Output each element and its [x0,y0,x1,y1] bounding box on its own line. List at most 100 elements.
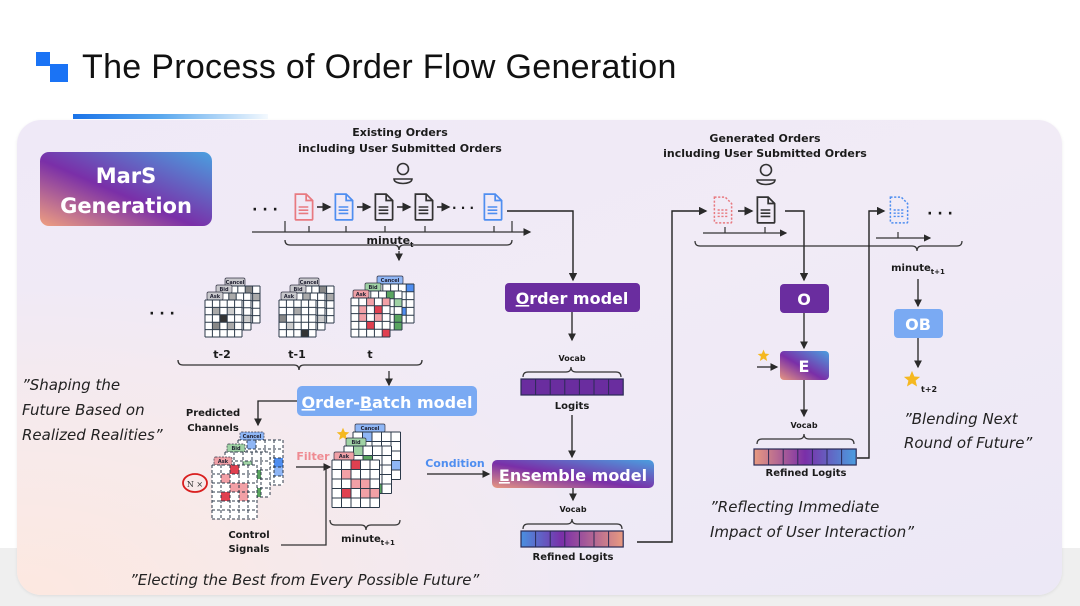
badge-line1: MarS [96,164,157,188]
grid-cell [406,284,414,292]
ensemble-model-mini-box [780,351,829,380]
grid-cell [252,293,260,301]
channel-tab-label: Cancel [381,278,400,284]
user-icon [393,162,413,185]
channel-tab-label: Ask [218,459,229,465]
channel-tab [226,443,246,453]
ellipsis: · · · [452,201,474,215]
grid-layer: Ask [331,451,380,508]
grid-cell [353,446,363,456]
snapshot-label: t-1 [288,348,305,361]
grid-cell [302,293,311,301]
quotes: ”Shaping the Future Based on Realized Re… [22,376,1032,589]
channel-tab-label: Cancel [300,280,319,286]
quote-blending: ”Blending Next [904,410,1019,428]
grid-cell [243,315,251,323]
grid-cell [227,307,235,315]
predicted-label: Channels [187,423,239,434]
grid-layer: Ask [278,291,317,338]
channel-tab-label: Ask [356,292,367,298]
filter-label: Filter [296,450,330,463]
order-batch-model-box [297,386,477,416]
channel-tab-label: Cancel [243,434,262,440]
control-signals-label: Control [228,530,269,541]
channel-tab-label: Ask [210,294,221,300]
logit-bar-bg [520,378,624,396]
order-model-label: Order model [516,289,629,308]
grid-cell [301,329,309,337]
condition-label: Condition [425,457,485,470]
grid-cell [247,440,256,449]
quote-shaping: ”Shaping the [22,376,120,394]
refined-logits-bar [753,448,857,466]
star-icon [757,349,770,361]
order-doc-icon [756,196,776,224]
multiplier-label: N × [187,480,203,489]
order-doc-icon [414,193,434,221]
order-batch-mini-box [894,309,943,338]
ellipsis: · · · [927,206,953,222]
grid-cell [366,298,375,306]
o-label: O [797,290,811,309]
logo-square-icon [50,64,68,82]
grid-cell [245,286,253,294]
refined-logits-label: Refined Logits [766,468,847,479]
quote-reflecting: ”Reflecting Immediate [710,498,879,516]
grid-cell [221,474,230,483]
order-model-block: Order model Vocab Logits [505,283,640,459]
control-signals-label: Signals [228,544,269,555]
grid-cell [374,305,383,314]
grid-cell [341,469,351,479]
grid-cell [274,467,283,476]
quote-reflecting: Impact of User Interaction” [710,523,914,541]
ensemble-model-box [492,460,654,488]
quote-shaping: Future Based on [22,401,145,419]
grid-layer: Ask [350,289,391,338]
grid-cell [394,314,402,323]
channel-tab-label: Ask [339,454,350,460]
grid-layer: Ask [211,456,258,520]
channel-tab-label: Bid [231,446,241,452]
grid-cell [239,483,248,492]
grid-cell [358,305,367,314]
generated-orders-subtitle: including User Submitted Orders [663,147,867,160]
logo-square-icon [36,52,50,66]
order-doc-icon [374,193,394,221]
grid-cell [221,492,230,501]
refined-logits-bar [520,530,624,548]
ellipsis: · · · [149,306,175,322]
grid-cell [362,432,372,442]
channel-tab-label: Cancel [361,426,380,432]
generated-doc-icon [713,196,733,224]
grid-cell [286,322,294,330]
ensemble-model-label: Ensemble model [499,466,647,485]
logits-bar [520,378,624,396]
grid-cell [351,460,361,470]
user-icon [756,163,776,186]
generated-orders-title: Generated Orders [709,132,821,145]
grid-cell [360,479,370,489]
ellipsis: · · · [252,202,278,218]
logit-bar-bg [520,530,624,548]
channel-tab-label: Ask [284,294,295,300]
ensemble-model-block: Ensemble model Vocab Refined Logits [492,206,708,563]
grid-cell [326,293,334,301]
grid-cell [382,298,390,306]
grid-cell [360,488,370,498]
quote-shaping: Realized Realities” [22,426,163,444]
grid-cell [228,293,237,301]
generated-orders-section: Generated Orders including User Submitte… [663,132,963,282]
channel-tab [239,431,265,441]
grid-cell [374,313,383,322]
logits-label: Logits [555,401,590,412]
refined-logits-label: Refined Logits [533,552,614,563]
snapshot-label: t [367,348,372,361]
badge-line2: Generation [60,194,192,218]
vocab-label: Vocab [558,354,585,363]
channel-tab-label: Bid [368,285,378,291]
n-times-badge [182,473,208,493]
mars-generation-badge: MarS Generation [40,152,212,226]
order-model-mini-box [780,284,829,313]
grid-cell [382,329,390,337]
order-model-box [505,283,640,312]
